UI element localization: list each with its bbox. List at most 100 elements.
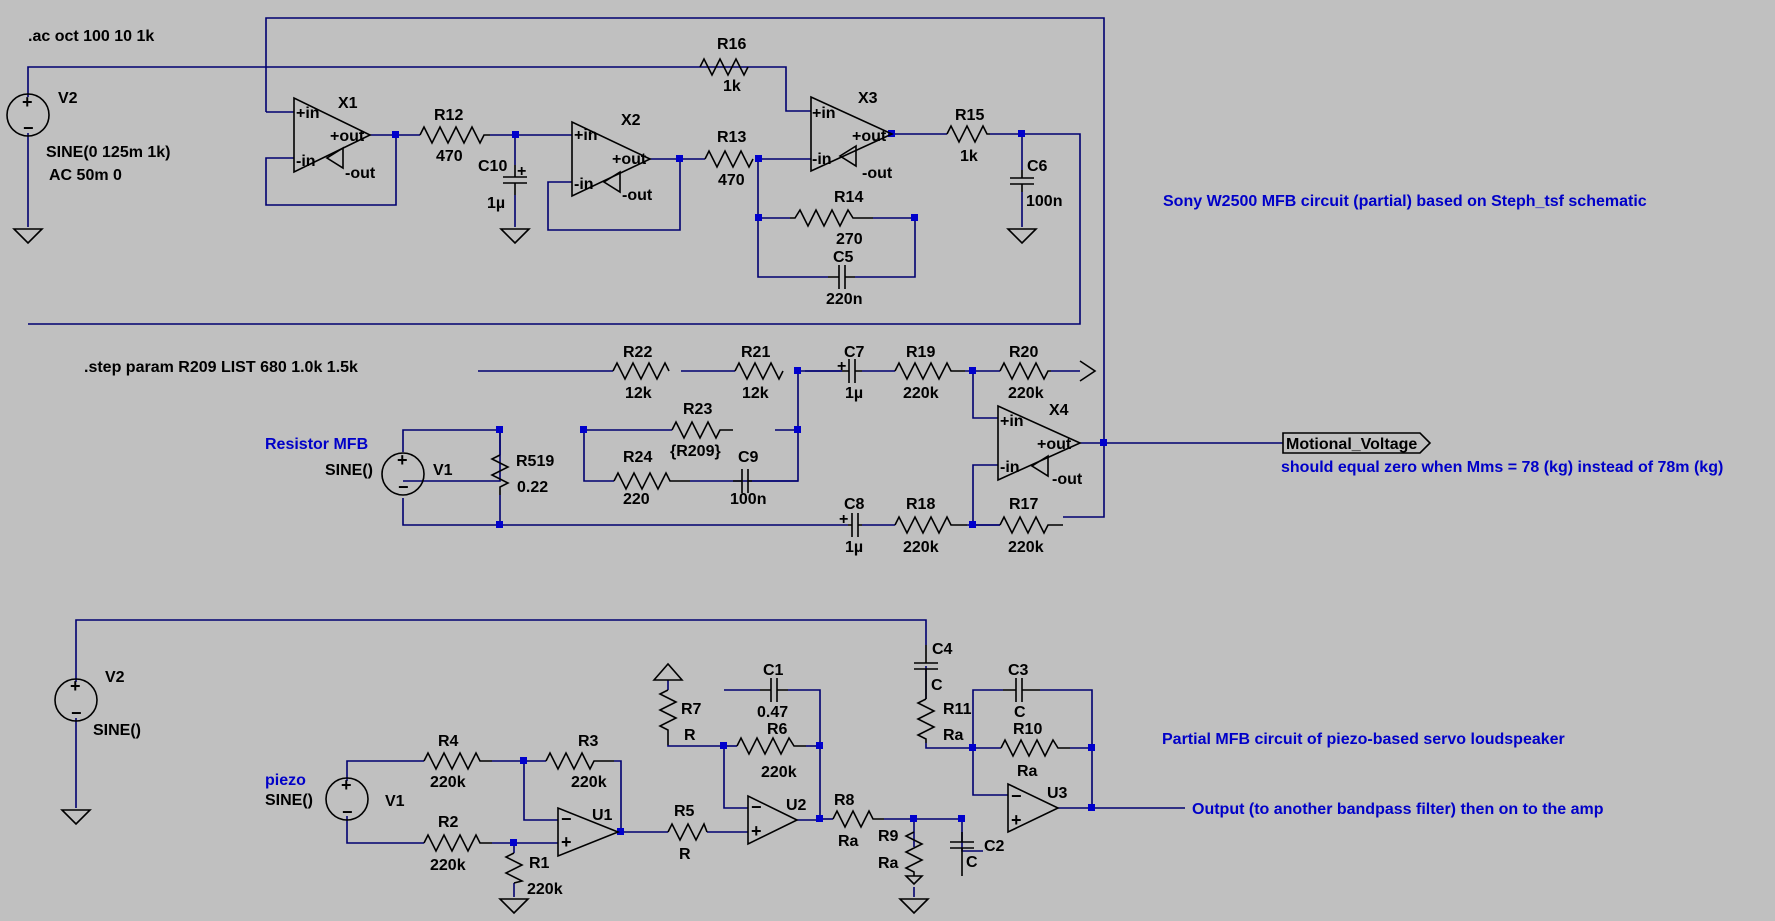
- r18-name: R18: [906, 496, 935, 513]
- r23-name: R23: [683, 401, 712, 418]
- minus-sign: −: [561, 809, 572, 829]
- net-label-motional-voltage[interactable]: Motional_Voltage: [1282, 432, 1432, 454]
- c9-name: C9: [738, 449, 759, 466]
- plus-sign: +: [70, 676, 81, 696]
- v2-bot-name: V2: [105, 669, 125, 686]
- r15-name: R15: [955, 107, 984, 124]
- capacitor-c10: +: [503, 163, 527, 195]
- r22-value: 12k: [625, 385, 652, 402]
- resistors[interactable]: [419, 57, 1070, 884]
- capacitor-c5: [828, 265, 855, 289]
- c3-name: C3: [1008, 662, 1029, 679]
- c6-name: C6: [1027, 158, 1048, 175]
- ground-icon: [898, 898, 930, 915]
- ground-icon: [60, 809, 92, 826]
- opamp-x1[interactable]: [293, 96, 372, 174]
- v1-mid-name: V1: [433, 462, 453, 479]
- r13-value: 470: [718, 172, 745, 189]
- r24-name: R24: [623, 449, 652, 466]
- r12-name: R12: [434, 107, 463, 124]
- c4-value: C: [931, 677, 943, 694]
- resistor-r7: [658, 689, 678, 745]
- r21-value: 12k: [742, 385, 769, 402]
- capacitor-c2: [950, 832, 974, 876]
- voltage-source-v2-bot[interactable]: + −: [54, 676, 98, 723]
- x2-pin-minus-in: -in: [574, 176, 594, 193]
- svg-text:+: +: [517, 163, 526, 180]
- r7-value: R: [684, 727, 696, 744]
- resistor-r11: [916, 698, 936, 743]
- x3-pin-plus-in: +in: [812, 105, 836, 122]
- svg-text:+: +: [839, 511, 848, 528]
- c1-value: 0.47: [757, 704, 788, 721]
- x2-pin-plus-out: +out: [612, 151, 647, 168]
- ground-icon: [652, 662, 684, 681]
- r19-name: R19: [906, 344, 935, 361]
- r6-name: R6: [767, 721, 788, 738]
- resistor-r6: [736, 736, 806, 756]
- opamp-x3-name: X3: [858, 90, 878, 107]
- resistor-r4: [423, 751, 492, 771]
- c10-name: C10: [478, 158, 507, 175]
- v2-top-name: V2: [58, 90, 78, 107]
- ground-icon: [498, 898, 530, 915]
- opamp-x4-name: X4: [1049, 402, 1069, 419]
- r23-value: {R209}: [670, 443, 721, 460]
- x2-pin-plus-in: +in: [574, 127, 598, 144]
- c5-value: 220n: [826, 291, 862, 308]
- opamp-u3[interactable]: − +: [1007, 782, 1060, 834]
- note-output[interactable]: Output (to another bandpass filter) then…: [1192, 801, 1604, 818]
- r13-name: R13: [717, 129, 746, 146]
- r21-name: R21: [741, 344, 770, 361]
- voltage-source-v1-bot[interactable]: + −: [325, 775, 369, 822]
- capacitor-c1: [760, 678, 788, 702]
- r18-value: 220k: [903, 539, 939, 556]
- r519-value: 0.22: [517, 479, 548, 496]
- note-piezo[interactable]: Partial MFB circuit of piezo-based servo…: [1162, 731, 1565, 748]
- r20-name: R20: [1009, 344, 1038, 361]
- v2-top-value1: SINE(0 125m 1k): [46, 144, 171, 161]
- r4-value: 220k: [430, 774, 466, 791]
- v2-bot-value: SINE(): [93, 722, 141, 739]
- c9-value: 100n: [730, 491, 766, 508]
- opamp-x4[interactable]: [997, 404, 1082, 482]
- opamp-u1-name: U1: [592, 807, 613, 824]
- resistor-r22: [612, 361, 670, 381]
- c4-name: C4: [932, 641, 953, 658]
- x2-pin-minus-out: -out: [622, 187, 653, 204]
- r1-name: R1: [529, 855, 550, 872]
- opamp-x3[interactable]: [810, 95, 894, 173]
- resistor-r16: [699, 57, 749, 77]
- resistor-r12: [419, 125, 490, 145]
- r10-name: R10: [1013, 721, 1042, 738]
- voltage-source-v1-mid[interactable]: + −: [381, 450, 425, 497]
- resistor-r24: [613, 471, 690, 491]
- net-label-text: Motional_Voltage: [1286, 436, 1417, 453]
- r17-value: 220k: [1008, 539, 1044, 556]
- capacitors[interactable]: + + +: [503, 163, 1040, 876]
- resistor-r14: [790, 208, 873, 228]
- step-directive[interactable]: .step param R209 LIST 680 1.0k 1.5k: [84, 359, 358, 376]
- resistor-r519: [490, 454, 510, 495]
- opamp-u1[interactable]: − +: [557, 806, 621, 858]
- opamp-u2[interactable]: − +: [747, 794, 799, 846]
- v1-bot-name: V1: [385, 793, 405, 810]
- resistor-r10: [1000, 738, 1070, 758]
- resistor-r8: [832, 809, 884, 829]
- c2-name: C2: [984, 838, 1005, 855]
- minus-sign: −: [342, 802, 353, 822]
- ac-directive[interactable]: .ac oct 100 10 1k: [28, 28, 154, 45]
- r14-value: 270: [836, 231, 863, 248]
- capacitor-c6: [1010, 170, 1034, 192]
- voltage-source-v2-top[interactable]: + −: [6, 92, 50, 138]
- opamp-x2[interactable]: [571, 120, 652, 198]
- resistor-r23: [671, 420, 733, 440]
- r11-name: R11: [943, 701, 972, 718]
- v1-mid-value: SINE(): [325, 462, 373, 479]
- c5-name: C5: [833, 249, 854, 266]
- plus-sign: +: [397, 450, 408, 470]
- r24-value: 220: [623, 491, 650, 508]
- note-sony[interactable]: Sony W2500 MFB circuit (partial) based o…: [1163, 193, 1647, 210]
- note-mms[interactable]: should equal zero when Mms = 78 (kg) ins…: [1281, 459, 1723, 476]
